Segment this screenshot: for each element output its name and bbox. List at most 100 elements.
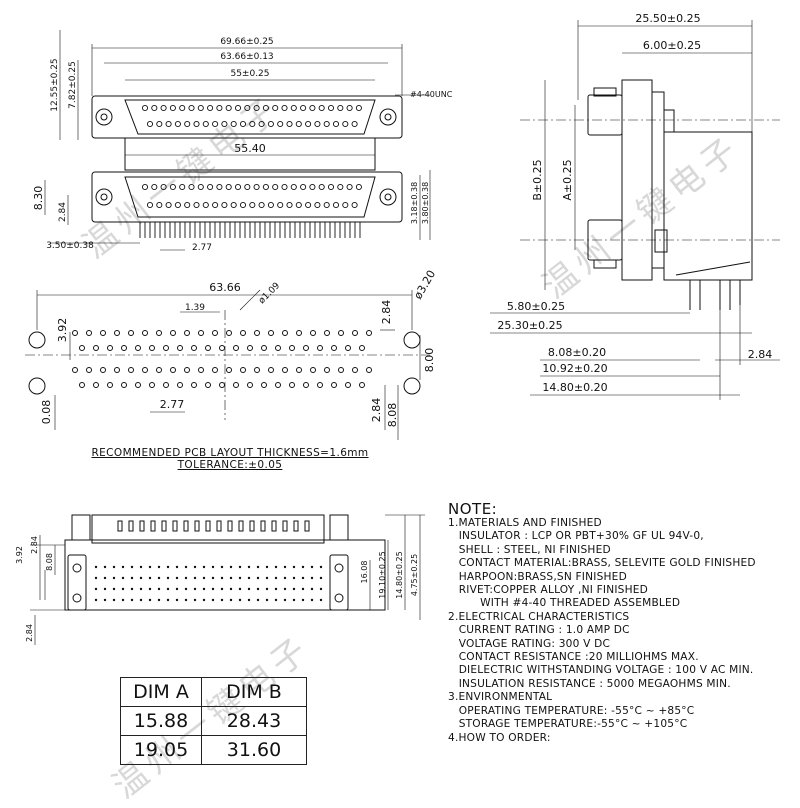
pin-hole <box>230 120 237 128</box>
contact-dot <box>112 576 116 580</box>
contact-dot <box>310 576 314 580</box>
pin-hole <box>281 183 288 191</box>
pcb-hole <box>86 367 92 373</box>
pin-hole <box>234 183 242 191</box>
contact-dot <box>139 587 143 591</box>
note-line: 3.ENVIRONMENTAL <box>448 691 553 704</box>
top-pin <box>227 520 233 532</box>
pcb-hole <box>142 367 148 373</box>
dim-label: 2.84 <box>58 202 68 222</box>
dim-label: 69.66±0.25 <box>220 37 273 47</box>
pcb-hole <box>93 382 99 388</box>
pcb-hole <box>247 382 253 388</box>
pcb-hole <box>317 345 323 351</box>
pcb-hole <box>345 382 351 388</box>
note-line: CONTACT RESISTANCE :20 MILLIOHMS MAX. <box>448 651 699 664</box>
contact-dot <box>292 565 296 569</box>
dim-label: 2.84 <box>380 300 393 325</box>
pin-hole <box>346 104 353 112</box>
pin-hole <box>197 104 204 112</box>
pcb-hole <box>72 367 78 373</box>
pcb-hole <box>156 330 162 336</box>
dim-label: 1.39 <box>185 303 205 313</box>
pin-hole <box>295 120 302 128</box>
pin-hole <box>184 201 191 209</box>
dim-label: B±0.25 <box>531 159 544 200</box>
contact-dot <box>211 587 215 591</box>
note-line: INSULATION RESISTANCE : 5000 MEGAOHMS MI… <box>448 677 731 690</box>
contact-dot <box>166 576 170 580</box>
pcb-hole <box>240 367 246 373</box>
contact-dot <box>229 598 233 602</box>
dim-label: 10.92±0.20 <box>542 362 607 375</box>
dim-label: 2.84 <box>25 624 34 642</box>
pin-hole <box>146 120 154 128</box>
dim-label: 14.80±0.25 <box>395 551 404 598</box>
pcb-hole <box>303 345 309 351</box>
pin-hole <box>323 120 330 128</box>
pcb-hole <box>240 330 246 336</box>
pcb-hole <box>86 330 92 336</box>
contact-dot <box>148 565 152 569</box>
dim-label: 2.77 <box>160 398 185 411</box>
pin-hole <box>262 183 269 191</box>
pin-hole <box>309 183 316 191</box>
pin-hole <box>318 183 325 191</box>
contact-dot <box>319 576 323 580</box>
pin-hole <box>202 201 209 209</box>
dim-label: 8.08 <box>45 553 54 571</box>
dim-label: 19.10±0.25 <box>378 551 387 598</box>
contact-dot <box>130 576 134 580</box>
contact-dot <box>283 587 287 591</box>
pin-hole <box>290 183 297 191</box>
pin-hole <box>179 104 186 112</box>
pcb-hole <box>114 367 120 373</box>
pin-hole <box>174 201 181 209</box>
pin-hole <box>239 201 247 209</box>
pcb-hole <box>184 367 190 373</box>
pin-hole <box>221 201 228 209</box>
pin-hole <box>342 201 349 209</box>
pin-hole <box>244 104 251 112</box>
pcb-hole <box>170 330 176 336</box>
contact-dot <box>175 598 179 602</box>
pcb-hole <box>128 367 134 373</box>
contact-dot <box>175 565 179 569</box>
top-view-lower-connector <box>91 171 403 223</box>
contact-dot <box>130 565 134 569</box>
contact-dot <box>94 587 98 591</box>
pcb-caption-line: TOLERANCE:±0.05 <box>177 459 283 471</box>
contact-dot <box>112 565 116 569</box>
pin-hole <box>300 104 307 112</box>
note-line: INSULATOR : LCP OR PBT+30% GF UL 94V-0, <box>448 530 704 543</box>
pin-hole <box>179 183 186 191</box>
top-pin <box>238 520 244 532</box>
pcb-hole <box>170 367 176 373</box>
pin-hole <box>277 201 284 209</box>
pcb-hole <box>135 345 141 351</box>
pcb-hole <box>366 330 372 336</box>
pin-hole <box>305 120 312 128</box>
pin-hole <box>146 201 154 209</box>
contact-dot <box>121 576 125 580</box>
pcb-hole <box>198 367 204 373</box>
pin-hole <box>239 120 247 128</box>
contact-dot <box>121 598 125 602</box>
contact-dot <box>193 565 197 569</box>
top-pin <box>293 520 299 532</box>
contact-dot <box>103 565 107 569</box>
table-cell: 31.60 <box>201 735 307 765</box>
contact-dot <box>292 587 296 591</box>
contact-dot <box>166 598 170 602</box>
pin-hole <box>151 183 158 191</box>
pin-hole <box>272 183 279 191</box>
contact-dot <box>220 565 224 569</box>
contact-dot <box>283 598 287 602</box>
contact-dot <box>139 598 143 602</box>
top-view-upper-connector <box>91 95 403 139</box>
contact-dot <box>94 576 98 580</box>
top-pin <box>161 520 167 532</box>
table-cell: 28.43 <box>201 706 307 736</box>
pcb-hole <box>233 345 239 351</box>
